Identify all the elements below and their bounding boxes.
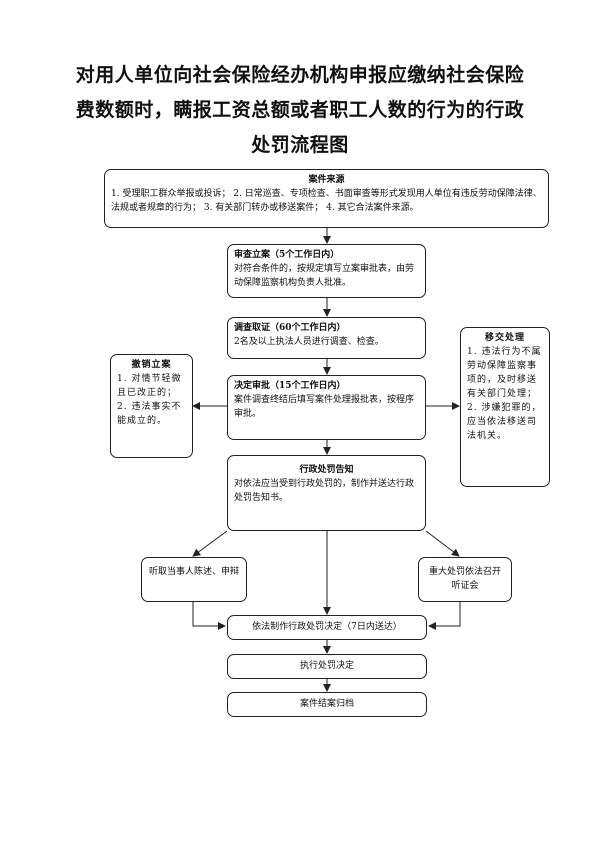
arrow-statement-to-penalty <box>192 602 226 630</box>
hearing-box: 重大处罚依法召开听证会 <box>418 557 512 602</box>
statement-box: 听取当事人陈述、申辩 <box>141 557 247 602</box>
investigation-box: 调查取证（60个工作日内） 2名及以上执法人员进行调查、检查。 <box>227 317 426 359</box>
investigation-text: 2名及以上执法人员进行调查、检查。 <box>234 337 384 347</box>
decision-heading: 决定审批（15个工作日内） <box>234 381 346 391</box>
execute-box: 执行处罚决定 <box>227 654 427 679</box>
filing-heading: 审查立案（5个工作日内） <box>234 250 340 260</box>
title-line-1: 对用人单位向社会保险经办机构申报应缴纳社会保险 <box>75 64 525 86</box>
transfer-text: 1. 违法行为不属劳动保障监察事项的，及时移送有关部门处理； 2. 涉嫌犯罪的，… <box>467 347 542 441</box>
hearing-text: 重大处罚依法召开听证会 <box>428 567 501 591</box>
title-line-2: 费数额时，瞒报工资总额或者职工人数的行为的行政 <box>75 99 525 121</box>
source-heading: 案件来源 <box>308 175 345 185</box>
statement-text: 听取当事人陈述、申辩 <box>148 567 239 577</box>
source-text: 1. 受理职工群众举报或投诉； 2. 日常巡查、专项检查、书面审查等形式发现用人… <box>111 189 542 213</box>
source-box: 案件来源 1. 受理职工群众举报或投诉； 2. 日常巡查、专项检查、书面审查等形… <box>104 169 549 228</box>
notice-text: 对依法应当受到行政处罚的，制作并送达行政处罚告知书。 <box>234 479 415 503</box>
archive-text: 案件结案归档 <box>299 699 354 709</box>
penalty-decision-text: 依法制作行政处罚决定（7日内送达） <box>252 622 402 632</box>
filing-box: 审查立案（5个工作日内） 对符合条件的，按规定填写立案审批表，由劳动保障监察机构… <box>227 244 426 298</box>
page-title: 对用人单位向社会保险经办机构申报应缴纳社会保险 费数额时，瞒报工资总额或者职工人… <box>40 58 560 163</box>
withdraw-box: 撤销立案 1. 对情节轻微且已改正的； 2. 违法事实不能成立的。 <box>110 354 193 458</box>
decision-text: 案件调查终结后填写案件处理报批表，按程序审批。 <box>234 395 415 419</box>
withdraw-heading: 撤销立案 <box>131 360 172 370</box>
arrow-notice-to-hearing <box>425 530 460 557</box>
withdraw-text: 1. 对情节轻微且已改正的； 2. 违法事实不能成立的。 <box>117 374 182 426</box>
notice-heading: 行政处罚告知 <box>299 465 354 475</box>
transfer-box: 移交处理 1. 违法行为不属劳动保障监察事项的，及时移送有关部门处理； 2. 涉… <box>460 327 550 487</box>
arrow-notice-to-statement <box>192 530 228 557</box>
archive-box: 案件结案归档 <box>227 692 427 717</box>
transfer-heading: 移交处理 <box>484 333 525 343</box>
filing-text: 对符合条件的，按规定填写立案审批表，由劳动保障监察机构负责人批准。 <box>234 264 415 288</box>
penalty-decision-box: 依法制作行政处罚决定（7日内送达） <box>227 615 427 640</box>
title-line-3: 处罚流程图 <box>251 134 349 156</box>
decision-box: 决定审批（15个工作日内） 案件调查终结后填写案件处理报批表，按程序审批。 <box>227 375 426 440</box>
notice-box: 行政处罚告知 对依法应当受到行政处罚的，制作并送达行政处罚告知书。 <box>227 455 426 531</box>
execute-text: 执行处罚决定 <box>299 661 354 671</box>
arrow-hearing-to-penalty <box>428 602 461 630</box>
investigation-heading: 调查取证（60个工作日内） <box>234 323 346 333</box>
